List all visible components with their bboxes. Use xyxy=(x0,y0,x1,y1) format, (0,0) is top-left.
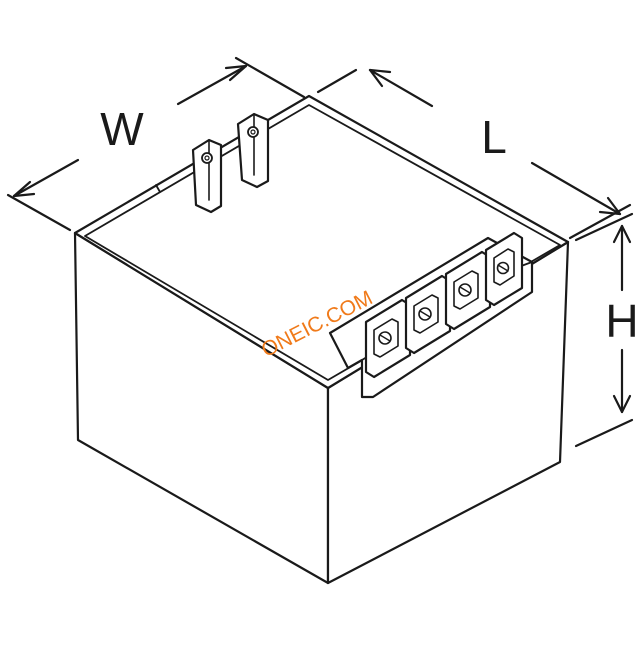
top-face-rim xyxy=(84,104,561,381)
terminal-cell-1 xyxy=(364,298,412,379)
pin-terminal-2 xyxy=(236,112,270,189)
dimension-line-h xyxy=(574,212,634,448)
dimension-line-l xyxy=(316,68,632,240)
terminal-cell-2 xyxy=(404,274,452,355)
dimension-label-h: H xyxy=(605,295,638,347)
edge-tick xyxy=(155,184,161,193)
pin-terminal-1 xyxy=(191,138,223,214)
terminal-cell-4 xyxy=(484,231,524,307)
dimension-label-l: L xyxy=(481,111,507,163)
terminal-cell-3 xyxy=(444,250,492,331)
dimension-line-w xyxy=(6,56,306,232)
dimension-label-w: W xyxy=(100,103,144,155)
